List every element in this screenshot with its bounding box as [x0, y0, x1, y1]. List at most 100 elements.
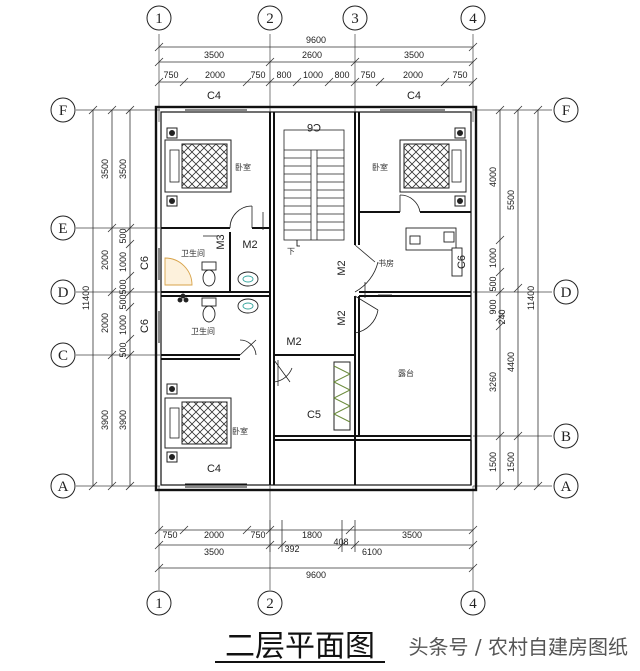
dim-left-detail-7: 500	[118, 342, 128, 357]
code-c4-top-right: C4	[407, 90, 421, 102]
dim-bottom-small-1: 392	[284, 544, 299, 554]
terrace-outline	[273, 440, 472, 485]
dim-bottom-small-2: 408	[333, 537, 348, 547]
dim-top-mid-2: 2600	[302, 50, 322, 60]
dim-top-detail-6: 800	[334, 70, 349, 80]
grid-label-top-4: 4	[469, 11, 477, 27]
windows	[155, 106, 445, 488]
room-bedroom-2: 卧室	[372, 162, 388, 172]
room-terrace: 露台	[398, 368, 414, 378]
dim-top-detail-1: 750	[163, 70, 178, 80]
dim-right-detail-3: 500	[488, 276, 498, 291]
code-m2-a: M2	[242, 239, 257, 251]
dim-right-detail-7: 1500	[488, 452, 498, 472]
left-dimension-lines	[88, 105, 135, 491]
axis-lines	[76, 34, 552, 590]
interior-walls	[161, 112, 471, 485]
dim-bottom-detail-2: 2000	[204, 530, 224, 540]
dim-left-detail-6: 1000	[118, 315, 128, 335]
grid-label-top-3: 3	[351, 11, 359, 27]
doors	[203, 194, 421, 386]
grid-label-left-f: F	[59, 103, 67, 119]
code-c6-b: C6	[139, 319, 151, 333]
dim-left-mid-3: 2000	[100, 313, 110, 333]
dim-right-detail-4: 900	[488, 299, 498, 314]
dim-bottom-mid-1: 3500	[204, 547, 224, 557]
dim-top-detail-9: 750	[452, 70, 467, 80]
dim-left-mid-2: 2000	[100, 250, 110, 270]
dim-left-detail-4: 500	[118, 279, 128, 294]
grid-label-right-d: D	[561, 285, 572, 301]
study-desk	[405, 227, 463, 277]
grid-label-bottom-4: 4	[469, 596, 477, 612]
bath-fixtures	[164, 257, 259, 323]
staircase	[283, 129, 345, 247]
code-c4-top-left: C4	[207, 90, 221, 102]
watermark: 头条号 / 农村自建房图纸	[409, 635, 628, 659]
dim-left-detail-5: 500	[118, 294, 128, 309]
bed-bottom-left	[164, 383, 232, 463]
grid-label-bottom-2: 2	[266, 596, 274, 612]
code-m2-c: M2	[336, 310, 348, 325]
code-c4-bottom: C4	[207, 463, 221, 475]
grid-label-top-2: 2	[266, 11, 274, 27]
grid-label-right-a: A	[561, 479, 572, 495]
dim-left-mid-1: 3500	[100, 159, 110, 179]
dim-top-detail-4: 800	[276, 70, 291, 80]
code-c6-a: C6	[139, 256, 151, 270]
dim-left-detail-2: 500	[118, 228, 128, 243]
exterior-walls	[154, 105, 478, 492]
dim-right-detail-6: 3260	[488, 372, 498, 392]
dim-bottom-detail-5: 3500	[402, 530, 422, 540]
dim-bottom-detail-1: 750	[162, 530, 177, 540]
dim-right-mid-1: 5500	[506, 190, 516, 210]
dim-top-mid-3: 3500	[404, 50, 424, 60]
dim-bottom-detail-3: 750	[250, 530, 265, 540]
dim-right-detail-1: 4000	[488, 167, 498, 187]
grid-label-left-c: C	[58, 348, 68, 364]
room-bath-1: 卫生间	[181, 248, 205, 258]
grid-label-right-b: B	[561, 429, 571, 445]
dim-right-detail-2: 1000	[488, 248, 498, 268]
room-bath-2: 卫生间	[191, 326, 215, 336]
dim-right-mid-3: 1500	[506, 452, 516, 472]
dim-right-mid-2: 4400	[506, 352, 516, 372]
dim-top-detail-3: 750	[250, 70, 265, 80]
right-dimension-lines	[495, 105, 543, 491]
grid-label-left-e: E	[58, 221, 67, 237]
room-study: 书房	[378, 258, 394, 268]
dim-left-detail-8: 3900	[118, 410, 128, 430]
dim-left-detail-1: 3500	[118, 159, 128, 179]
code-c6-study: C6	[456, 255, 468, 269]
drawing-title: 二层平面图	[225, 629, 375, 664]
dim-top-detail-2: 2000	[205, 70, 225, 80]
dim-top-detail-8: 2000	[403, 70, 423, 80]
code-c6-stair: C6	[307, 121, 321, 133]
dim-bottom-overall: 9600	[306, 570, 326, 580]
dim-bottom-detail-4: 1800	[302, 530, 322, 540]
grid-label-left-d: D	[58, 285, 69, 301]
top-dimension-lines	[154, 42, 478, 87]
room-bedroom-3: 卧室	[232, 426, 248, 436]
room-bedroom-1: 卧室	[235, 162, 251, 172]
dim-right-overall: 11400	[526, 286, 536, 310]
dim-bottom-mid-2: 6100	[362, 547, 382, 557]
stair-down-mark: 下	[287, 247, 295, 256]
code-c5: C5	[307, 409, 321, 421]
grid-label-top-1: 1	[155, 11, 163, 27]
bottom-dimension-lines	[154, 520, 478, 573]
grid-label-right-f: F	[562, 103, 570, 119]
dim-right-detail-5: 240	[497, 309, 507, 324]
dim-left-mid-4: 3900	[100, 410, 110, 430]
dim-left-overall: 11400	[81, 286, 91, 310]
grid-label-left-a: A	[58, 479, 69, 495]
bed-top-right	[399, 127, 467, 207]
code-m2-b: M2	[336, 260, 348, 275]
code-m2-d: M2	[286, 336, 301, 348]
dim-top-mid-1: 3500	[204, 50, 224, 60]
dim-top-overall: 9600	[306, 35, 326, 45]
grid-label-bottom-1: 1	[155, 596, 163, 612]
dim-top-detail-5: 1000	[303, 70, 323, 80]
dim-left-detail-3: 1000	[118, 252, 128, 272]
